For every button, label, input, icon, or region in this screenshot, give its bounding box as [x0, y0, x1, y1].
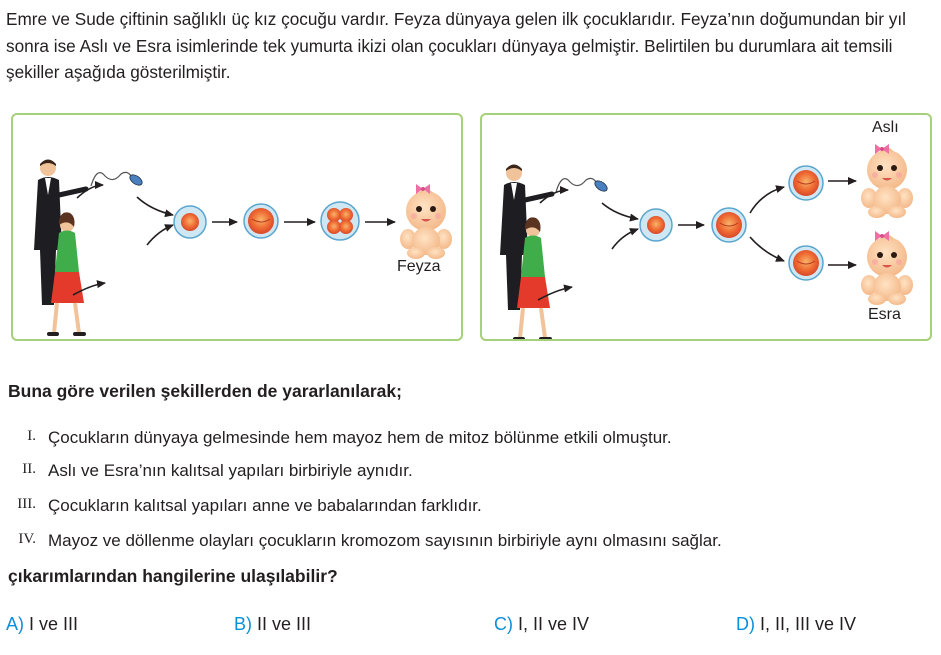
option-d[interactable]: D) I, II, III ve IV [736, 614, 856, 635]
two-cell-embryo-icon [711, 207, 747, 243]
statement-text: Çocukların kalıtsal yapıları anne ve bab… [48, 496, 482, 515]
option-letter: D) [736, 614, 755, 634]
figure-feyza-panel: Feyza [11, 113, 463, 341]
four-cell-embryo-icon [320, 201, 360, 241]
option-b[interactable]: B) II ve III [234, 614, 311, 635]
question-end: çıkarımlarından hangilerine ulaşılabilir… [8, 566, 338, 586]
option-text: II ve III [257, 614, 312, 634]
twins-development-diagram [482, 144, 914, 340]
baby-feyza-label: Feyza [397, 258, 441, 275]
twin-embryo-top-icon [788, 165, 824, 201]
baby-feyza-icon [399, 187, 453, 260]
option-text: I ve III [29, 614, 79, 634]
zygote-icon [639, 208, 673, 242]
parents-illustration [500, 165, 552, 340]
question-intro: Buna göre verilen şekillerden de yararla… [8, 381, 402, 401]
parents-illustration [34, 160, 86, 335]
option-letter: A) [6, 614, 24, 634]
statement-number: II. [22, 461, 36, 477]
statement-text: Aslı ve Esra’nın kalıtsal yapıları birbi… [48, 461, 413, 480]
twin-embryo-bottom-icon [788, 245, 824, 281]
feyza-development-diagram [13, 115, 453, 339]
statement-text: Mayoz ve döllenme olayları çocukların kr… [48, 531, 722, 550]
baby-esra-label: Esra [868, 306, 901, 323]
baby-asli-icon [860, 146, 914, 219]
baby-esra-icon [860, 233, 914, 306]
option-c[interactable]: C) I, II ve IV [494, 614, 589, 635]
option-letter: C) [494, 614, 513, 634]
option-text: I, II ve IV [518, 614, 590, 634]
zygote-icon [173, 205, 207, 239]
option-letter: B) [234, 614, 252, 634]
statement-number: I. [27, 428, 36, 444]
intro-paragraph: Emre ve Sude çiftinin sağlıklı üç kız ço… [6, 9, 906, 82]
statement-number: III. [17, 496, 36, 512]
option-text: I, II, III ve IV [760, 614, 857, 634]
option-a[interactable]: A) I ve III [6, 614, 78, 635]
statement-text: Çocukların dünyaya gelmesinde hem mayoz … [48, 428, 672, 447]
statement-number: IV. [18, 531, 36, 547]
two-cell-embryo-icon [243, 203, 279, 239]
baby-asli-label: Aslı [872, 119, 899, 136]
figure-twins-panel: Aslı Esra [480, 113, 932, 341]
